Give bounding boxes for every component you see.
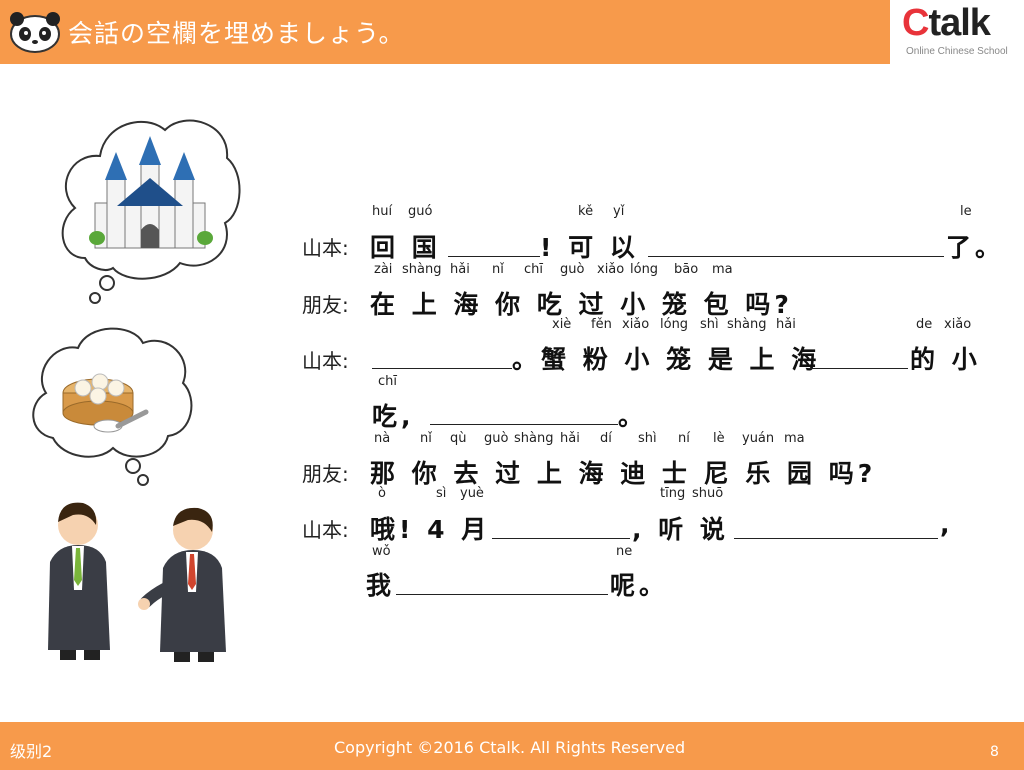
brand-tagline: Online Chinese School (906, 46, 1008, 57)
answer-blank[interactable] (372, 368, 512, 369)
pinyin: hǎi (450, 262, 470, 277)
copyright-text: Copyright ©2016 Ctalk. All Rights Reserv… (334, 738, 686, 757)
pinyin: shì (700, 317, 719, 332)
pinyin: shàng (727, 317, 767, 332)
pinyin: chī (524, 262, 543, 277)
dialogue-text: , (940, 510, 954, 539)
answer-blank[interactable] (396, 594, 608, 595)
level-label: 级别2 (10, 742, 53, 761)
businessmen-conversation-icon (48, 502, 226, 662)
pinyin: xiǎo (622, 317, 650, 332)
page-title: 会話の空欄を埋めましょう。 (68, 19, 405, 48)
dialogue-text: 吃, (372, 402, 415, 431)
footer-bar (0, 722, 1024, 770)
pinyin: zài (374, 262, 393, 277)
pinyin: dí (600, 431, 612, 446)
answer-blank[interactable] (492, 538, 630, 539)
pinyin: ma (712, 262, 733, 277)
pinyin: nǐ (492, 262, 504, 277)
header-bar (0, 0, 890, 64)
dialogue-text: 那 你 去 过 上 海 迪 士 尼 乐 园 吗? (370, 459, 877, 488)
castle-thought-bubble-icon (61, 119, 241, 304)
speaker-label: 山本: (302, 236, 349, 260)
dialogue-text: ! 可 以 (540, 233, 639, 262)
dialogue-text: 的 小 (910, 345, 981, 374)
logo-area (890, 0, 1024, 64)
answer-blank[interactable] (648, 256, 944, 257)
pinyin: shàng (402, 262, 442, 277)
pinyin: lóng (630, 262, 659, 277)
pinyin: fěn (591, 317, 612, 332)
pinyin: ò (378, 486, 386, 501)
speaker-label: 山本: (302, 518, 349, 542)
pinyin: guò (560, 262, 585, 277)
dialogue-text: 了。 (946, 233, 1005, 262)
pinyin: xiǎo (944, 317, 972, 332)
dialogue-text: 呢。 (610, 571, 669, 600)
pinyin: nǐ (420, 431, 432, 446)
pinyin: kě (578, 204, 594, 219)
dialogue-text: , 听 说 (632, 515, 729, 544)
pinyin: yuán (742, 431, 775, 446)
speaker-label: 山本: (302, 349, 349, 373)
pinyin: qù (450, 431, 467, 446)
pinyin: shuō (692, 486, 724, 501)
pinyin: yuè (460, 486, 484, 501)
pinyin: ní (678, 431, 690, 446)
pinyin: nà (374, 431, 391, 446)
speaker-label: 朋友: (302, 293, 349, 317)
pinyin: ne (616, 544, 633, 559)
pinyin: huí (372, 204, 393, 219)
pinyin: de (916, 317, 933, 332)
dialogue-text: 在 上 海 你 吃 过 小 笼 包 吗? (370, 290, 793, 319)
dialogue-text: 。 (618, 402, 648, 431)
answer-blank[interactable] (734, 538, 938, 539)
answer-blank[interactable] (808, 368, 908, 369)
speaker-label: 朋友: (302, 462, 349, 486)
pinyin: wǒ (372, 544, 391, 559)
pinyin: chī (378, 374, 397, 389)
pinyin: lè (713, 431, 725, 446)
dialogue-text: 。蟹 粉 小 笼 是 上 海 (512, 345, 821, 374)
pinyin: guò (484, 431, 509, 446)
pinyin: yǐ (613, 204, 625, 219)
pinyin: tīng (660, 486, 686, 501)
pinyin: xiè (552, 317, 572, 332)
brand-logo: Ctalk (902, 2, 991, 44)
pinyin: ma (784, 431, 805, 446)
pinyin: xiǎo (597, 262, 625, 277)
xiaolongbao-thought-bubble-icon (32, 327, 193, 486)
pinyin: hǎi (776, 317, 796, 332)
panda-icon (10, 12, 60, 53)
pinyin: sì (436, 486, 447, 501)
answer-blank[interactable] (448, 256, 540, 257)
pinyin: shì (638, 431, 657, 446)
pinyin: guó (408, 204, 433, 219)
pinyin: shàng (514, 431, 554, 446)
pinyin: hǎi (560, 431, 580, 446)
pinyin: le (960, 204, 972, 219)
answer-blank[interactable] (430, 424, 618, 425)
pinyin: lóng (660, 317, 689, 332)
dialogue-text: 回 国 (370, 233, 441, 262)
page-number: 8 (990, 744, 999, 760)
pinyin: bāo (674, 262, 699, 277)
dialogue-text: 哦! 4 月 (370, 515, 491, 544)
dialogue-text: 我 (366, 571, 396, 600)
